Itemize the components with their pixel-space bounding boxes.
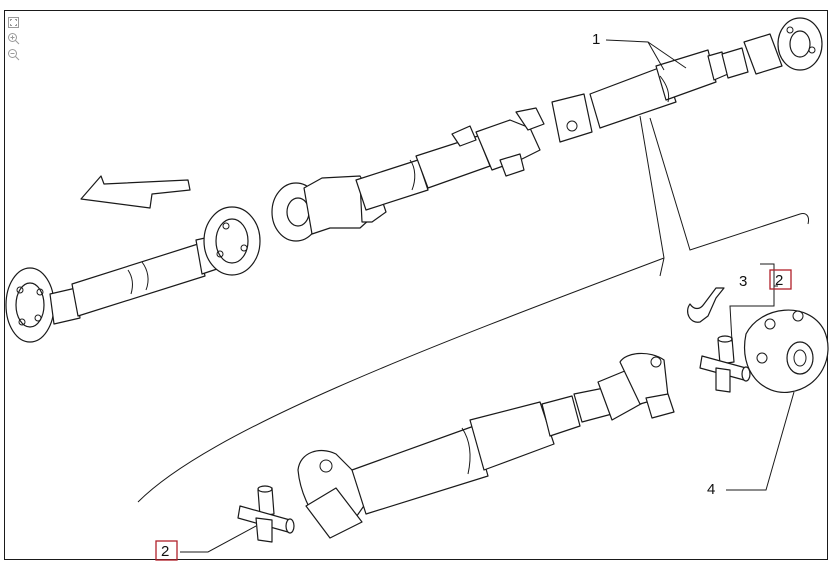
leader-lines: [180, 39, 795, 553]
flexible-coupling: [744, 309, 829, 394]
svg-text:2: 2: [161, 543, 169, 560]
svg-text:2: 2: [775, 272, 783, 289]
direction-arrow-icon: [80, 175, 191, 209]
circlip: [687, 287, 725, 323]
front-shaft-section: [5, 206, 261, 343]
zoom-in-icon[interactable]: [7, 32, 20, 45]
middle-shaft-section: [271, 107, 545, 242]
callout-4[interactable]: 4: [707, 481, 715, 498]
detail-shaft: [297, 352, 675, 539]
universal-joint-cross-detail: [699, 335, 751, 393]
zoom-out-icon[interactable]: [7, 48, 20, 61]
svg-text:1: 1: [592, 31, 600, 48]
callout-2-hotspot[interactable]: 2: [155, 540, 178, 561]
callout-2-hotspot-detail[interactable]: 2: [769, 269, 792, 290]
viewer-toolbar: [7, 16, 21, 64]
detail-boundary: [137, 115, 809, 503]
callout-3[interactable]: 3: [739, 273, 747, 290]
svg-text:4: 4: [707, 481, 715, 498]
callout-1[interactable]: 1: [592, 31, 600, 48]
svg-text:3: 3: [739, 273, 747, 290]
fit-page-icon[interactable]: [7, 16, 20, 29]
universal-joint-cross: [237, 485, 295, 543]
rear-shaft-section: [551, 17, 823, 143]
